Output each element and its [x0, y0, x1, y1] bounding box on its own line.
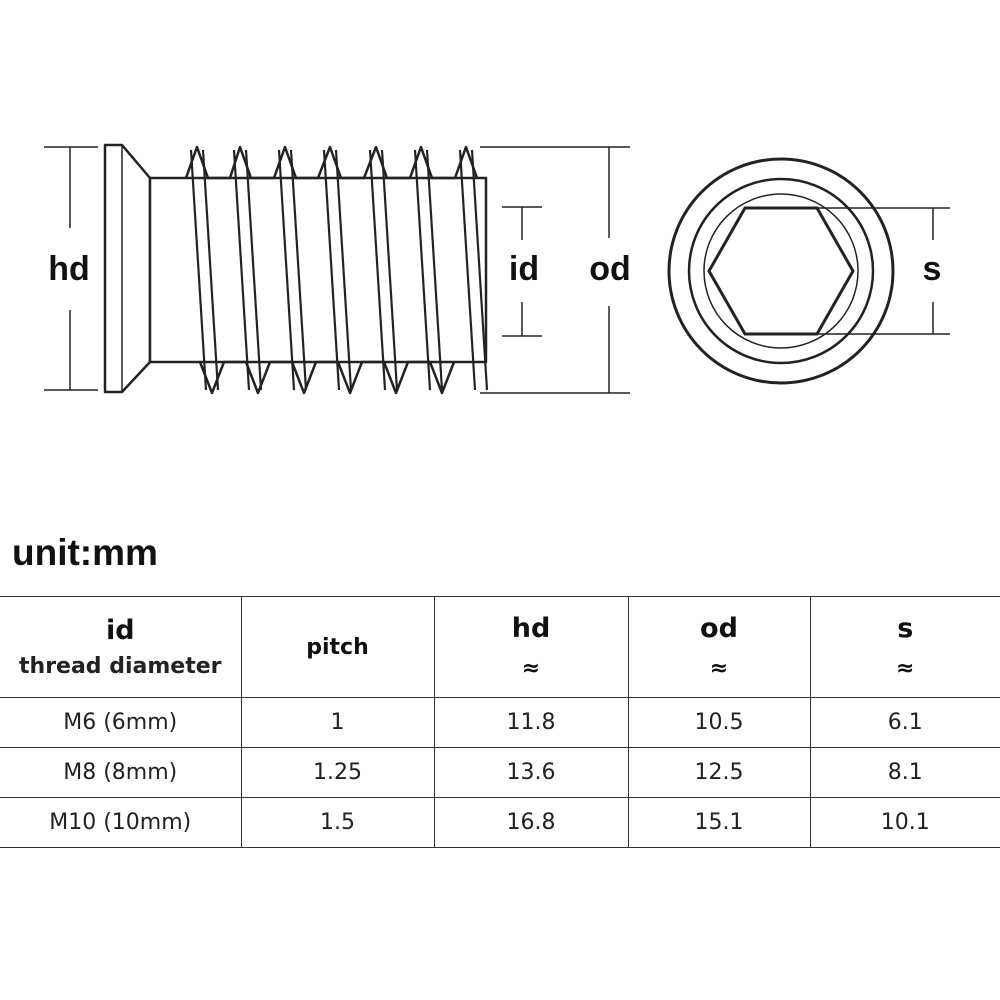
header-id: id thread diameter [0, 596, 242, 698]
thread-helix-line [289, 149, 308, 391]
thread-helix-lines [189, 149, 489, 391]
spec-table: id thread diameter pitch hd ≈ od ≈ s ≈ M… [0, 596, 1000, 848]
header-od: od ≈ [627, 596, 811, 698]
header-s-approx: ≈ [896, 655, 915, 681]
table-row: M10 (10mm) 1.5 16.8 15.1 10.1 [0, 797, 1000, 848]
thread-helix-line [277, 149, 296, 391]
header-hd-main: hd [511, 613, 551, 645]
header-id-main: id [105, 615, 135, 647]
header-s-main: s [897, 613, 914, 645]
unit-label: unit:mm [12, 532, 158, 573]
thread-helix-line [201, 149, 220, 391]
table-row: M6 (6mm) 1 11.8 10.5 6.1 [0, 697, 1000, 748]
cell-s: 8.1 [809, 747, 1000, 798]
thread-helix-line [380, 149, 399, 391]
cell-id: M10 (10mm) [0, 797, 242, 848]
s-label: s [923, 250, 942, 288]
thread-helix-line [244, 149, 263, 391]
cell-pitch: 1.25 [240, 747, 435, 798]
cell-hd: 16.8 [433, 797, 629, 848]
cell-id: M6 (6mm) [0, 697, 242, 748]
header-od-approx: ≈ [709, 655, 729, 681]
header-s: s ≈ [809, 596, 1000, 698]
cell-id: M8 (8mm) [0, 747, 242, 798]
cell-pitch: 1 [240, 697, 435, 748]
id-label: id [509, 250, 539, 288]
thread-helix-line [232, 149, 251, 391]
header-hd-approx: ≈ [521, 655, 541, 681]
table-row: M8 (8mm) 1.25 13.6 12.5 8.1 [0, 747, 1000, 798]
insert-nut-diagram: hd id od s [44, 143, 950, 395]
header-hd: hd ≈ [433, 596, 629, 698]
cell-s: 6.1 [809, 697, 1000, 748]
cell-pitch: 1.5 [240, 797, 435, 848]
header-od-main: od [700, 613, 738, 645]
od-label: od [589, 250, 631, 288]
cell-od: 10.5 [627, 697, 811, 748]
thread-helix-line [189, 149, 208, 391]
thread-helix-line [413, 149, 432, 391]
cell-s: 10.1 [809, 797, 1000, 848]
cell-od: 12.5 [627, 747, 811, 798]
cell-hd: 13.6 [433, 747, 629, 798]
thread-helix-line [368, 149, 387, 391]
cell-od: 15.1 [627, 797, 811, 848]
header-pitch-main: pitch [306, 634, 369, 660]
id-dimension [502, 206, 542, 337]
thread-helix-line [334, 149, 353, 391]
od-dimension [480, 146, 630, 394]
thread-helix-line [425, 149, 444, 391]
thread-helix-line [458, 149, 477, 391]
header-id-sub: thread diameter [19, 653, 222, 679]
thread-helix-line [470, 149, 489, 391]
thread-helix-line [322, 149, 341, 391]
header-pitch: pitch [240, 596, 435, 698]
insert-end-view [667, 157, 895, 385]
table-header-row: id thread diameter pitch hd ≈ od ≈ s ≈ [0, 596, 1000, 698]
hd-label: hd [48, 250, 90, 288]
hd-dimension [44, 146, 98, 391]
s-dimension [793, 207, 950, 335]
cell-hd: 11.8 [433, 697, 629, 748]
